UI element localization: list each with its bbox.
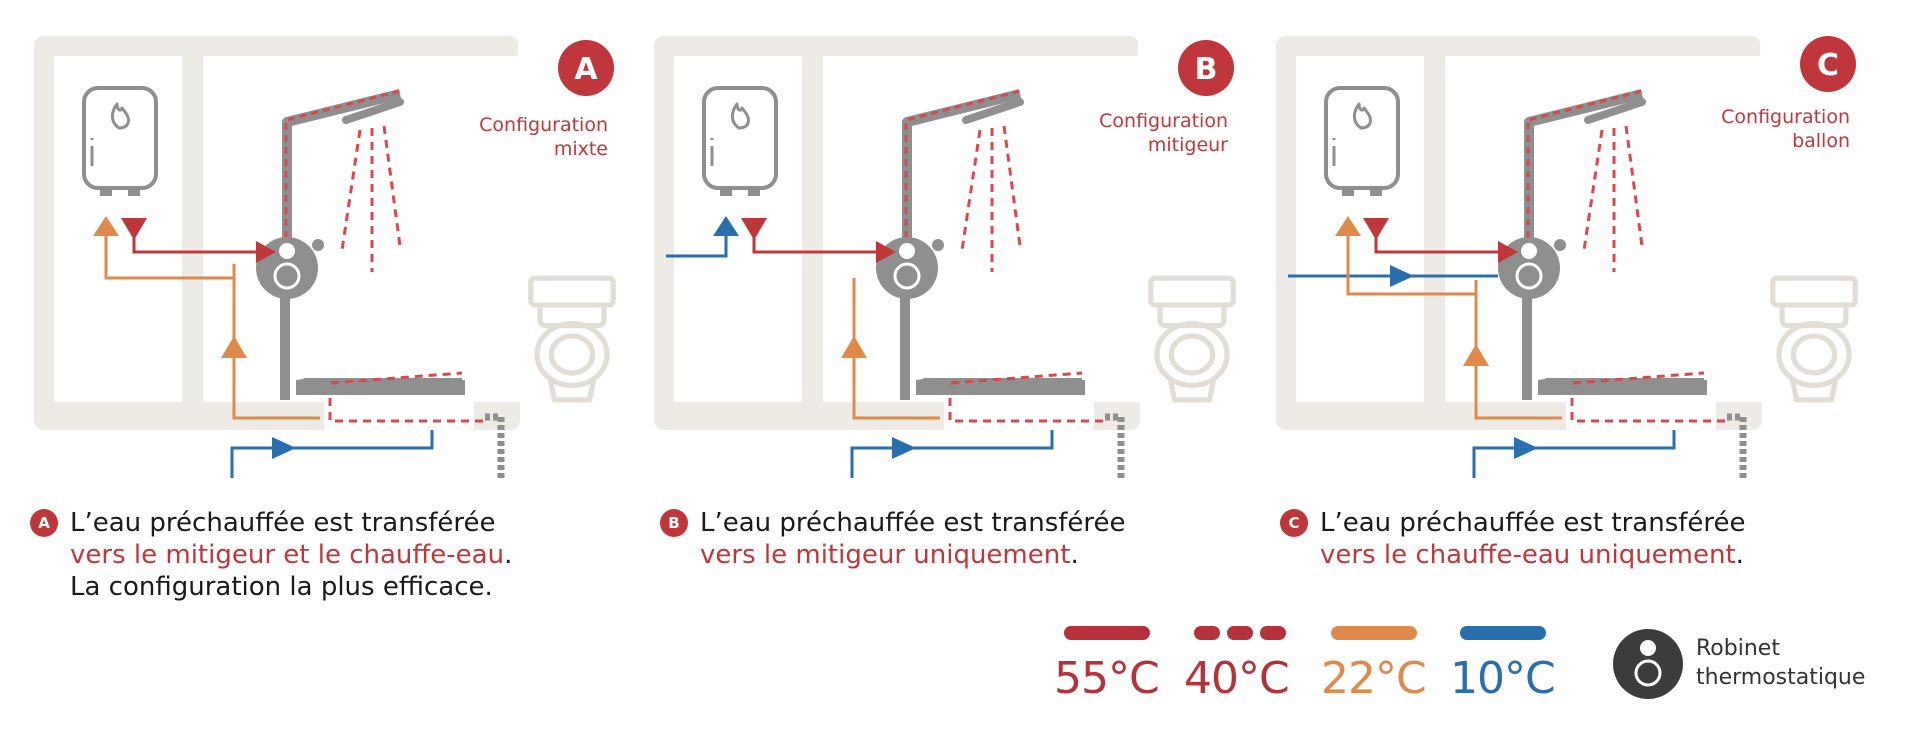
panel-c: C Configuration ballon	[1275, 36, 1856, 478]
caption-end: .	[1735, 540, 1744, 570]
panel-a: A Configuration mixte	[33, 36, 614, 478]
badge-letter: C	[1817, 48, 1839, 83]
badge-letter: B	[1195, 52, 1218, 87]
config-title-line2: ballon	[1792, 130, 1850, 152]
water-heater-icon	[82, 86, 158, 196]
thermostat-valve-icon	[1613, 629, 1683, 699]
config-title-line1: Configuration	[1721, 106, 1850, 128]
caption-line2: vers le chauffe-eau uniquement.	[1320, 539, 1880, 571]
config-title-line1: Configuration	[1099, 110, 1228, 132]
caption-badge: A	[30, 509, 58, 537]
config-title-line1: Configuration	[479, 114, 608, 136]
caption-line2: vers le mitigeur uniquement.	[700, 539, 1260, 571]
config-badge: B	[1178, 40, 1234, 96]
caption-highlight: vers le chauffe-eau uniquement	[1320, 540, 1736, 570]
caption-badge: B	[660, 509, 688, 537]
legend-swatch-10	[1460, 626, 1546, 640]
legend-thermostat-line2: thermostatique	[1696, 665, 1866, 690]
config-title-line2: mitigeur	[1148, 134, 1228, 156]
legend-swatch-22	[1331, 626, 1417, 640]
legend-thermostat-label: Robinet thermostatique	[1696, 634, 1865, 692]
caption-c: C L’eau préchauffée est transférée vers …	[1280, 507, 1880, 571]
caption-highlight: vers le mitigeur uniquement	[700, 540, 1071, 570]
legend-temp-22: 22°C	[1321, 653, 1427, 704]
caption-line1: L’eau préchauffée est transférée	[70, 508, 496, 538]
panel-b: B Configuration mitigeur	[653, 36, 1234, 478]
caption-line1: L’eau préchauffée est transférée	[1320, 508, 1746, 538]
water-heater-icon	[702, 86, 778, 196]
legend-swatch-40	[1194, 626, 1286, 640]
caption-a: A L’eau préchauffée est transférée vers …	[30, 507, 630, 603]
legend-temp-10: 10°C	[1450, 653, 1556, 704]
caption-end: .	[1070, 540, 1079, 570]
legend-thermostat-line1: Robinet	[1696, 636, 1780, 661]
badge-letter: A	[574, 52, 598, 87]
legend-swatch-55	[1064, 626, 1150, 640]
caption-end: .	[504, 540, 513, 570]
legend-temp-55: 55°C	[1054, 653, 1160, 704]
caption-highlight: vers le mitigeur et le chauffe-eau	[70, 540, 505, 570]
config-badge: C	[1800, 36, 1856, 92]
config-badge: A	[558, 40, 614, 96]
config-title-line2: mixte	[554, 138, 608, 160]
caption-line1: L’eau préchauffée est transférée	[700, 508, 1126, 538]
caption-line3: La configuration la plus efficace.	[70, 572, 493, 602]
water-heater-icon	[1324, 86, 1400, 196]
caption-line2: vers le mitigeur et le chauffe-eau.	[70, 539, 630, 571]
legend-temp-40: 40°C	[1184, 653, 1290, 704]
caption-badge: C	[1280, 509, 1308, 537]
caption-b: B L’eau préchauffée est transférée vers …	[660, 507, 1260, 571]
